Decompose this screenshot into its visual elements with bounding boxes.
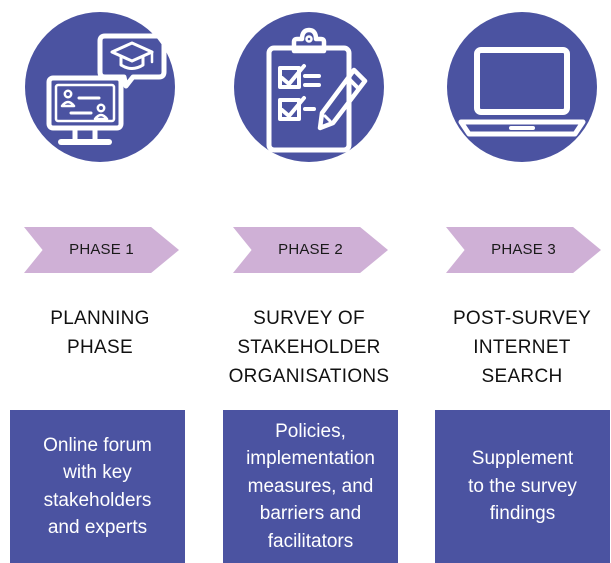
- clipboard-checklist-pencil-icon: [266, 27, 368, 153]
- phase-2-label: PHASE 2: [278, 241, 343, 258]
- phase-2-arrow: [233, 227, 388, 273]
- phase-1-column: PHASE 1 PLANNING PHASE Online forum with…: [10, 0, 190, 563]
- phase-2-description-box: Policies, implementation measures, and b…: [223, 410, 398, 563]
- phase-1-title: PLANNING PHASE: [50, 308, 150, 358]
- phase-1-description: Online forum with key stakeholders and e…: [43, 434, 152, 539]
- laptop-icon: [458, 47, 586, 137]
- phase-2-icon-circle: [234, 12, 384, 162]
- phase-3-title: POST-SURVEY INTERNET SEARCH: [452, 308, 592, 387]
- phase-2-column: PHASE 2 SURVEY OF STAKEHOLDER ORGANISATI…: [219, 0, 399, 563]
- phase-2-title: SURVEY OF STAKEHOLDER ORGANISATIONS: [228, 308, 390, 387]
- phase-3-description-box: Supplement to the survey findings: [435, 410, 610, 563]
- phase-1-arrow: [24, 227, 179, 273]
- phase-1-icon-circle: [25, 12, 175, 162]
- computer-monitor-graduation-cap-icon: [46, 33, 167, 145]
- phase-3-icon-circle: [447, 12, 597, 162]
- phase-3-label: PHASE 3: [491, 241, 556, 258]
- phase-3-column: PHASE 3 POST-SURVEY INTERNET SEARCH Supp…: [432, 0, 611, 563]
- phase-3-description: Supplement to the survey findings: [468, 448, 577, 525]
- phase-1-description-box: Online forum with key stakeholders and e…: [10, 410, 185, 563]
- phase-2-description: Policies, implementation measures, and b…: [246, 420, 375, 552]
- phase-1-label: PHASE 1: [69, 241, 134, 258]
- phase-3-arrow: [446, 227, 601, 273]
